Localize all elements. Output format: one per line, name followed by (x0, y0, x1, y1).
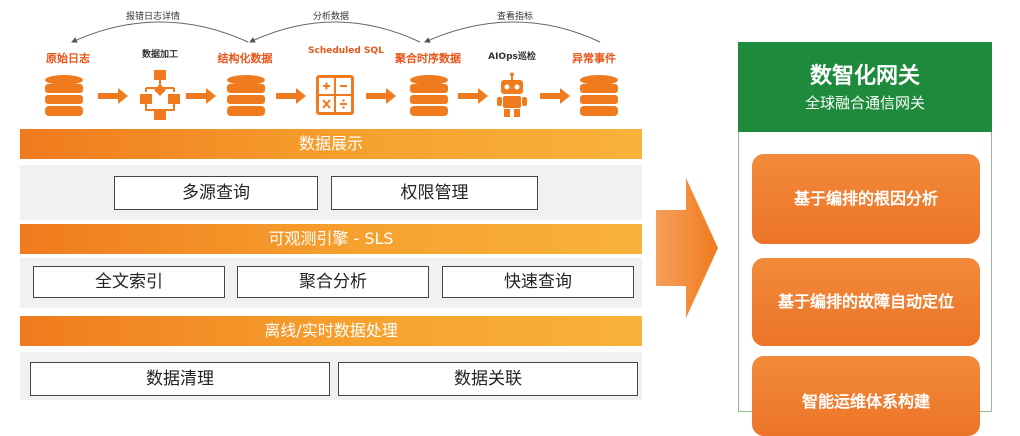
node-label-aggregated: 聚合时序数据 (395, 52, 461, 65)
database-icon-structured (227, 75, 265, 116)
node-label-raw-log: 原始日志 (46, 52, 90, 65)
flow-arrow-1 (98, 88, 128, 104)
item-data-association: 数据关联 (338, 362, 638, 396)
item-multi-source-query: 多源查询 (114, 176, 318, 210)
gateway-header: 数智化网关 全球融合通信网关 (738, 42, 992, 132)
big-arrow-icon (656, 178, 718, 318)
card-root-cause: 基于编排的根因分析 (752, 154, 980, 244)
arc-detail (71, 21, 249, 43)
flow-arrow-4 (366, 88, 396, 104)
arc-label-metrics: 查看指标 (497, 12, 534, 22)
node-label-anomaly: 异常事件 (572, 52, 616, 65)
section-header-display: 数据展示 (20, 129, 642, 159)
card-ops-system: 智能运维体系构建 (752, 356, 980, 436)
section-header-engine: 可观测引擎 - SLS (20, 224, 642, 254)
node-label-structured: 结构化数据 (217, 52, 273, 65)
gateway-subtitle: 全球融合通信网关 (804, 94, 925, 112)
node-label-processing: 数据加工 (141, 50, 178, 60)
arc-label-detail: 报错日志详情 (126, 12, 181, 22)
card-ops-system-label: 智能运维体系构建 (801, 392, 930, 411)
item-permission-management: 权限管理 (331, 176, 538, 210)
database-icon-anomaly (580, 75, 618, 116)
robot-icon (497, 72, 527, 117)
item-data-cleaning: 数据清理 (30, 362, 330, 396)
gateway-title: 数智化网关 (809, 64, 920, 89)
calculator-icon (316, 75, 354, 115)
arc-analyze (249, 21, 421, 43)
section-header-processing: 离线/实时数据处理 (20, 316, 642, 346)
flow-arrow-5 (458, 88, 488, 104)
flow-connector-arcs (71, 21, 601, 43)
arc-label-analyze: 分析数据 (313, 12, 350, 22)
node-label-aiops: AIOps巡检 (488, 52, 536, 62)
item-aggregate-analysis: 聚合分析 (237, 266, 429, 298)
database-icon-raw (45, 75, 83, 116)
node-label-scheduled-sql: Scheduled SQL (308, 46, 384, 57)
node-label-scheduled-sql-text: Scheduled SQL (308, 46, 384, 56)
flow-arrow-2 (186, 88, 216, 104)
flow-arrow-3 (276, 88, 306, 104)
flowchart-icon (140, 70, 180, 120)
card-fault-location: 基于编排的故障自动定位 (752, 258, 980, 346)
item-fast-query: 快速查询 (442, 266, 634, 298)
flow-arrow-6 (540, 88, 570, 104)
database-icon-aggregated (410, 75, 448, 116)
arc-metrics (424, 21, 601, 43)
item-full-text-index: 全文索引 (33, 266, 225, 298)
